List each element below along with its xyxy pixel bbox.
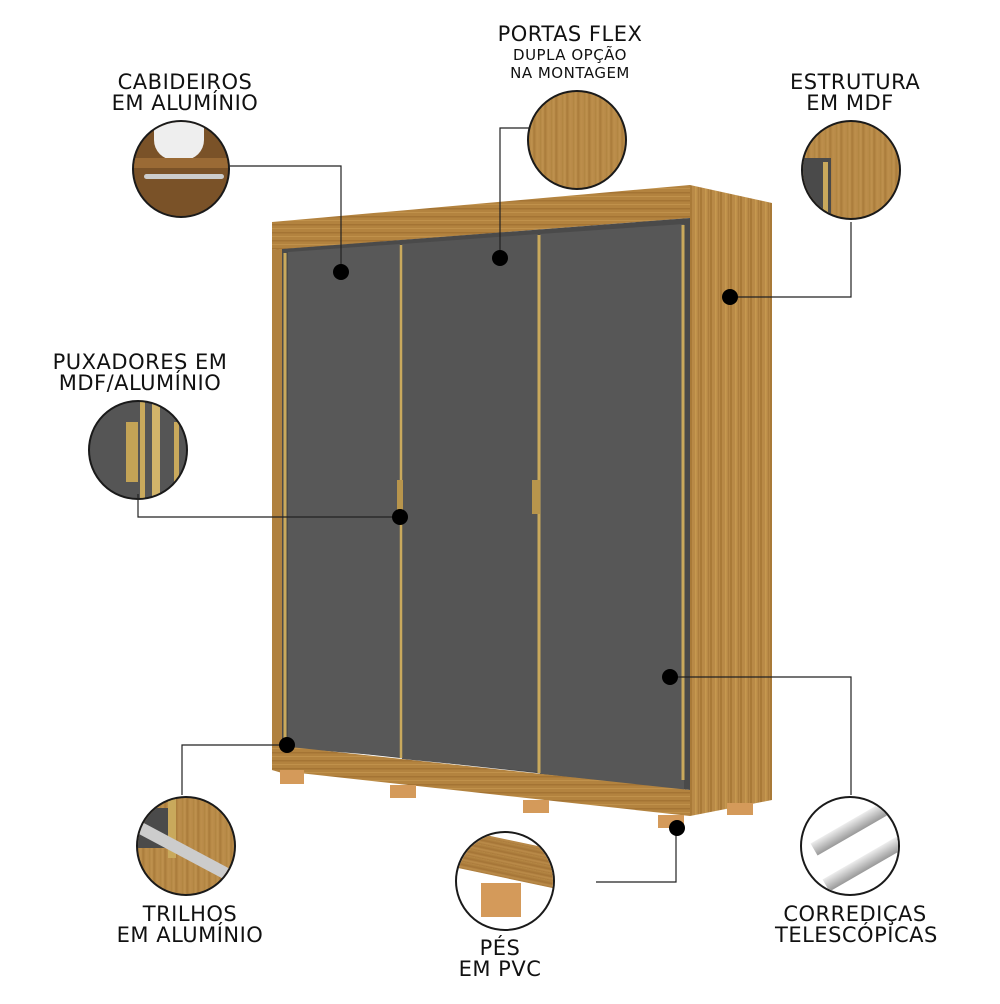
handle-icon [88,400,188,500]
marker-dot-cabideiros [333,264,349,280]
mdf-corner-icon [801,120,901,220]
foot-icon [455,831,555,931]
label-estrutura: ESTRUTURA EM MDF [790,70,921,115]
label-corredicas: CORREDIÇAS TELESCÓPICAS [775,902,938,947]
label-puxadores: PUXADORES EM MDF/ALUMÍNIO [52,350,228,395]
marker-dot-pes [669,820,685,836]
hanger-rail-icon [132,120,230,218]
wood-door-icon [527,90,627,190]
side-panel [690,185,772,816]
marker-dot-estrutura [722,289,738,305]
label-trilhos: TRILHOS EM ALUMÍNIO [116,902,264,947]
label-portas-flex: PORTAS FLEX DUPLA OPÇÃO NA MONTAGEM [497,22,643,82]
marker-dot-trilhos [279,737,295,753]
label-pes: PÉS EM PVC [458,936,542,981]
rail-icon [136,796,236,896]
label-cabideiros: CABIDEIROS EM ALUMÍNIO [111,70,259,115]
marker-dot-corredicas [662,669,678,685]
marker-dot-puxadores [392,509,408,525]
marker-dot-portas [492,250,508,266]
telescopic-slide-icon [800,796,900,896]
